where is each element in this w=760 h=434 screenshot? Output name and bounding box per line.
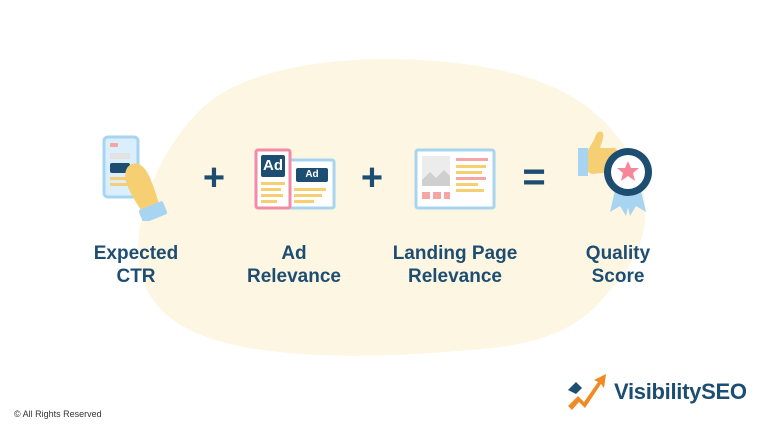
equals-operator: = [522,155,546,199]
ad-relevance-label: Ad Relevance [246,243,341,287]
rising-arrow-icon [568,374,606,410]
brand-logo: VisibilitySEO [566,372,747,412]
ad-badge-small: Ad [305,169,319,180]
brand-name: VisibilitySEO [614,379,747,404]
copyright-text: © All Rights Reserved [14,409,102,419]
phone-hand-icon [102,135,168,221]
landing-page-relevance-label: Landing Page Relevance [392,243,518,287]
landing-page-icon [414,148,496,210]
plus-operator-1: + [202,157,226,199]
ad-cards-icon [254,148,336,210]
expected-ctr-label: Expected CTR [93,243,179,287]
award-badge-icon [578,131,652,216]
quality-score-label: Quality Score [585,243,651,287]
plus-operator-2: + [360,157,384,199]
ad-badge-large: Ad [263,157,283,174]
